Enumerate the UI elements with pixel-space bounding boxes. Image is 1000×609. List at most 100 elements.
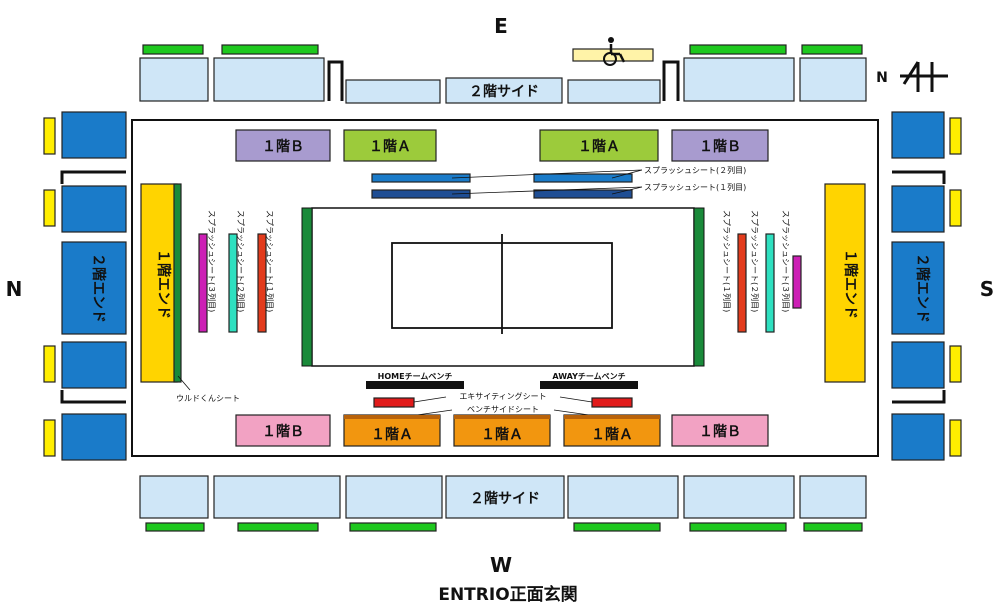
upper-block[interactable] xyxy=(139,475,209,519)
lower-end-south-block[interactable] xyxy=(824,183,866,383)
urudo-seat-label: ウルドくんシート xyxy=(176,394,240,403)
splash-v3-south-label: スプラッシュシート(３列目) xyxy=(781,210,791,312)
stair-marker xyxy=(892,390,946,404)
upper-side-west[interactable] xyxy=(445,475,565,519)
splash-row1-north[interactable] xyxy=(371,189,471,199)
bench-side-seat-label: ベンチサイドシート xyxy=(467,405,539,414)
upper-end-north[interactable] xyxy=(61,241,127,335)
green-bar xyxy=(573,522,661,532)
upper-block[interactable] xyxy=(213,475,341,519)
lower-a-west-3[interactable] xyxy=(563,414,661,447)
upper-end-block[interactable] xyxy=(61,111,127,159)
upper-end-south[interactable] xyxy=(891,241,945,335)
splash-v1-north-label: スプラッシュシート(１列目) xyxy=(265,210,275,312)
upper-block[interactable] xyxy=(139,57,209,102)
lower-end-north-block[interactable] xyxy=(140,183,178,383)
upper-block[interactable] xyxy=(567,79,661,104)
compass-south: S xyxy=(980,277,994,301)
splash-v1-north[interactable] xyxy=(257,233,267,333)
green-bar xyxy=(221,44,319,55)
splash-v3-south[interactable] xyxy=(792,255,802,309)
splash-row2-north[interactable] xyxy=(371,173,471,183)
green-bar xyxy=(803,522,863,532)
exciting-seat-south[interactable] xyxy=(591,397,633,408)
upper-block[interactable] xyxy=(683,475,795,519)
exciting-seat-north[interactable] xyxy=(373,397,415,408)
upper-block[interactable] xyxy=(567,475,679,519)
lower-b-west-south[interactable] xyxy=(671,414,769,447)
entrance-label: ENTRIO正面玄関 xyxy=(438,584,577,605)
compass-east: E xyxy=(494,14,508,38)
east-upper-blocks: ２階サイド xyxy=(139,57,867,104)
upper-block[interactable] xyxy=(799,475,867,519)
green-bar xyxy=(145,522,205,532)
urudo-seat[interactable] xyxy=(173,183,182,383)
upper-block[interactable] xyxy=(345,475,443,519)
splash-vertical-north: スプラッシュシート(３列目) スプラッシュシート(２列目) スプラッシュシート(… xyxy=(198,210,275,333)
upper-block[interactable] xyxy=(213,57,325,102)
upper-end-block[interactable] xyxy=(891,413,945,461)
lower-east-row: １階Ｂ １階Ａ １階Ａ １階Ｂ xyxy=(235,129,769,162)
green-bar xyxy=(349,522,437,532)
splash-v3-north-label: スプラッシュシート(３列目) xyxy=(207,210,217,312)
splash-v2-north[interactable] xyxy=(228,233,238,333)
yellow-bar xyxy=(949,419,962,457)
lower-a-label: １階Ａ xyxy=(369,138,411,155)
upper-side-east[interactable] xyxy=(445,77,563,104)
green-bar xyxy=(801,44,863,55)
lower-b-label: １階Ｂ xyxy=(262,138,304,155)
upper-block[interactable] xyxy=(345,79,441,104)
lower-b-east-north[interactable] xyxy=(235,129,331,162)
splash-v3-north[interactable] xyxy=(198,233,208,333)
lower-b-east-south[interactable] xyxy=(671,129,769,162)
splash-v2-south[interactable] xyxy=(765,233,775,333)
upper-end-block[interactable] xyxy=(891,341,945,389)
splash-row1-south[interactable] xyxy=(533,189,633,199)
splash-vertical-south: スプラッシュシート(１列目) スプラッシュシート(２列目) スプラッシュシート(… xyxy=(722,210,802,333)
upper-end-south-label: ２階エンド xyxy=(914,253,931,323)
upper-end-block[interactable] xyxy=(61,413,127,461)
north-arrow-label: N xyxy=(876,70,888,86)
court xyxy=(301,207,705,367)
stair-marker xyxy=(327,60,344,101)
splash-row2-south[interactable] xyxy=(533,173,633,183)
away-bench-label: AWAYチームベンチ xyxy=(552,372,625,381)
lower-end-south-label: １階エンド xyxy=(842,249,859,319)
splash-v1-south[interactable] xyxy=(737,233,747,333)
upper-end-block[interactable] xyxy=(61,341,127,389)
lower-a-east-south[interactable] xyxy=(539,129,659,162)
lower-a-east-north[interactable] xyxy=(343,129,437,162)
lower-west-row: １階Ｂ １階Ａ １階Ａ １階Ａ １階Ｂ xyxy=(235,414,769,447)
yellow-bar xyxy=(949,345,962,383)
green-bar xyxy=(237,522,319,532)
stair-marker xyxy=(892,170,946,184)
splash-v2-south-label: スプラッシュシート(２列目) xyxy=(750,210,760,312)
lower-a-label: １階Ａ xyxy=(481,426,523,443)
lower-end-north: １階エンド ウルドくんシート xyxy=(140,183,240,403)
lower-a-west-1[interactable] xyxy=(343,414,441,447)
splash-v1-south-label: スプラッシュシート(１列目) xyxy=(722,210,732,312)
green-bar xyxy=(689,44,787,55)
splash-row2-label: スプラッシュシート(２列目) xyxy=(644,165,746,175)
lower-a-west-2[interactable] xyxy=(453,414,551,447)
away-bench[interactable] xyxy=(540,381,638,389)
lower-a-label: １階Ａ xyxy=(371,426,413,443)
lower-b-west-north[interactable] xyxy=(235,414,331,447)
home-bench-label: HOMEチームベンチ xyxy=(378,372,453,381)
upper-end-north-label: ２階エンド xyxy=(90,253,107,323)
home-bench[interactable] xyxy=(366,381,464,389)
compass-north: N xyxy=(6,277,23,301)
upper-end-block[interactable] xyxy=(891,111,945,159)
upper-side-west-label: ２階サイド xyxy=(470,490,540,507)
upper-block[interactable] xyxy=(683,57,795,102)
splash-row1-label: スプラッシュシート(１列目) xyxy=(644,182,746,192)
green-bar xyxy=(142,44,204,55)
yellow-bar xyxy=(949,117,962,155)
lower-b-label: １階Ｂ xyxy=(262,423,304,440)
upper-end-block[interactable] xyxy=(61,185,127,233)
yellow-bar xyxy=(949,189,962,227)
bench-side-strip xyxy=(344,415,440,419)
wheelchair-icon xyxy=(603,37,626,66)
upper-end-block[interactable] xyxy=(891,185,945,233)
upper-block[interactable] xyxy=(799,57,867,102)
